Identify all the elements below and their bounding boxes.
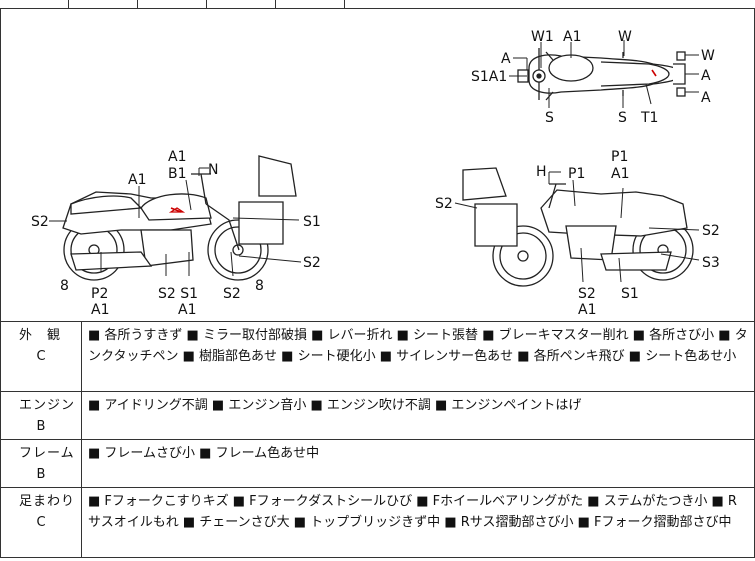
motorcycle-right-view <box>462 167 694 287</box>
label-right-s2-bottom: S2 <box>578 286 596 302</box>
label-left-n: N <box>208 162 218 178</box>
damage-diagram: A W1 A1 W S1A1 S S T1 W A A A1 B1 N A1 S… <box>0 8 755 322</box>
table-row: 足まわり C ■ Fフォークこすりキズ ■ Fフォークダストシールひび ■ Fホ… <box>0 487 755 558</box>
label-top-a-right1: A <box>701 68 711 84</box>
left-view-leaders <box>49 167 302 277</box>
category-cell: 外 観 C <box>0 321 82 392</box>
label-right-p1-top: P1 <box>611 149 628 165</box>
label-left-s2-right: S2 <box>303 255 321 271</box>
motorcycle-top-view <box>517 48 686 101</box>
label-right-s2: S2 <box>702 223 720 239</box>
category-grade: C <box>36 349 46 364</box>
label-left-p2: P2 <box>91 286 108 302</box>
label-left-a1-tank: A1 <box>128 172 146 188</box>
label-left-s1: S1 <box>303 214 321 230</box>
label-top-w1: W1 <box>531 29 554 45</box>
table-row: フレーム B ■ フレームさび小 ■ フレーム色あせ中 <box>0 439 755 488</box>
label-top-a-left: A <box>501 51 511 67</box>
label-top-s1a1: S1A1 <box>471 69 507 85</box>
category-cell: エンジン B <box>0 391 82 440</box>
label-right-s3: S3 <box>702 255 720 271</box>
table-row: 外 観 C ■ 各所うすきず ■ ミラー取付部破損 ■ レバー折れ ■ シート張… <box>0 321 755 392</box>
category-grade: B <box>36 419 46 434</box>
label-right-p1: P1 <box>568 166 585 182</box>
label-top-w-right: W <box>701 48 715 64</box>
label-top-t1: T1 <box>640 110 658 126</box>
category-grade: C <box>36 515 46 530</box>
condition-text: ■ Fフォークこすりキズ ■ Fフォークダストシールひび ■ Fホイールベアリン… <box>81 487 755 558</box>
label-right-s2-left: S2 <box>435 196 453 212</box>
label-left-8b: 8 <box>255 278 264 294</box>
table-row: エンジン B ■ アイドリング不調 ■ エンジン音小 ■ エンジン吹け不調 ■ … <box>0 391 755 440</box>
label-top-s-right: S <box>618 110 627 126</box>
label-left-s2: S2 <box>31 214 49 230</box>
category-grade: B <box>36 467 46 482</box>
label-left-p2-a1: A1 <box>91 302 109 318</box>
category-name: 外 観 <box>19 328 62 343</box>
label-left-b1: B1 <box>168 166 187 182</box>
header-cell <box>276 0 345 8</box>
category-cell: フレーム B <box>0 439 82 488</box>
right-view-leaders <box>454 171 700 283</box>
category-name: 足まわり <box>19 494 76 509</box>
header-cell <box>0 0 69 8</box>
top-view-leaders <box>509 40 699 108</box>
header-cell <box>138 0 207 8</box>
label-left-a1-bottom: A1 <box>178 302 196 318</box>
label-left-8a: 8 <box>60 278 69 294</box>
category-cell: 足まわり C <box>0 487 82 558</box>
condition-table: 外 観 C ■ 各所うすきず ■ ミラー取付部破損 ■ レバー折れ ■ シート張… <box>0 321 755 558</box>
label-right-a1-bottom: A1 <box>578 302 596 318</box>
condition-text: ■ アイドリング不調 ■ エンジン音小 ■ エンジン吹け不調 ■ エンジンペイン… <box>81 391 755 440</box>
label-left-s2-bottom: S2 <box>223 286 241 302</box>
label-right-a1-top: A1 <box>611 166 629 182</box>
label-top-a1: A1 <box>563 29 581 45</box>
label-top-a-right2: A <box>701 90 711 106</box>
label-left-a1: A1 <box>168 149 186 165</box>
label-right-s1: S1 <box>621 286 639 302</box>
label-top-w: W <box>618 29 632 45</box>
label-left-s2s1: S2 S1 <box>158 286 198 302</box>
label-right-h: H <box>536 164 547 180</box>
condition-text: ■ 各所うすきず ■ ミラー取付部破損 ■ レバー折れ ■ シート張替 ■ ブレ… <box>81 321 755 392</box>
motorcycle-left-view <box>62 155 297 281</box>
category-name: エンジン <box>19 398 76 413</box>
header-strip <box>0 0 755 9</box>
header-cell <box>69 0 138 8</box>
category-name: フレーム <box>19 446 75 461</box>
label-top-s-left: S <box>545 110 554 126</box>
header-cell <box>207 0 276 8</box>
condition-text: ■ フレームさび小 ■ フレーム色あせ中 <box>81 439 755 488</box>
